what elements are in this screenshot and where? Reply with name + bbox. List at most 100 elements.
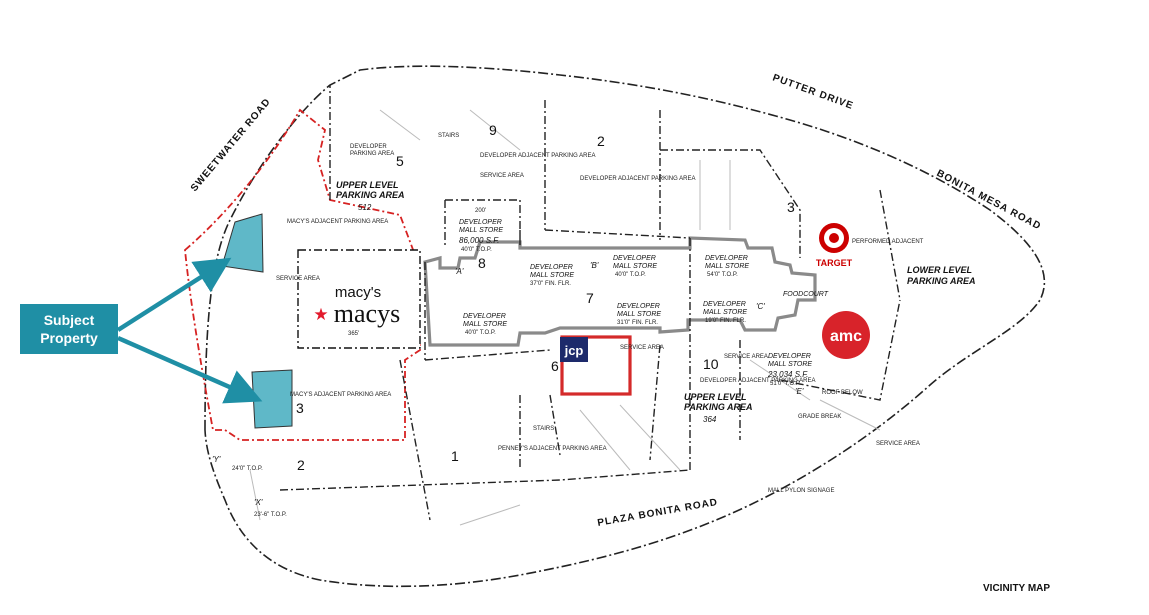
area-number: 3 [787, 199, 795, 215]
mall-store-label: MALL STORE [617, 311, 661, 318]
mall-store-label: MALL STORE [463, 321, 507, 328]
mall-store-label: MALL STORE [768, 361, 812, 368]
subject-label-line2: Property [40, 330, 98, 346]
mall-pylon-label: MALL PYLON SIGNAGE [768, 488, 834, 494]
lower-level-label: LOWER LEVEL [907, 265, 972, 275]
mall-store-area: 86,000 S.F. [459, 236, 499, 245]
parking-aisles [249, 109, 881, 526]
area-number: 5 [396, 153, 404, 169]
macys-building [297, 249, 421, 349]
mall-store-elev: 40'0" T.O.P. [615, 272, 646, 278]
mall-building-outline [423, 236, 817, 347]
upper-level-left-label: PARKING AREA [336, 190, 405, 200]
subject-parcel-north [221, 213, 264, 273]
arrow-to-south-parcel [117, 335, 263, 404]
service-area-label: SERVICE AREA [480, 173, 524, 179]
mall-store-label: DEVELOPER [459, 219, 502, 226]
roof-below-label: ROOF BELOW [822, 390, 863, 396]
mall-store-label: MALL STORE [613, 263, 657, 270]
mall-store-label: MALL STORE [459, 227, 503, 234]
jcp-logo: jcp [564, 343, 584, 358]
jcp-logo-bg [560, 337, 588, 362]
area-number: 2 [297, 457, 305, 473]
parcel-lines [279, 85, 901, 521]
foodcourt-label: FOODCOURT [783, 291, 829, 298]
upper-level-right-label: UPPER LEVEL [684, 392, 747, 402]
area-number: 9 [489, 122, 497, 138]
mall-store-label: DEVELOPER [703, 301, 746, 308]
penneys-adjacent-label: PENNEY'S ADJACENT PARKING AREA [498, 446, 607, 452]
mall-store-elev: 40'0" T.O.P. [465, 330, 496, 336]
road-putter: PUTTER DRIVE [771, 72, 855, 112]
dev-adjacent-label: DEVELOPER ADJACENT PARKING AREA [580, 176, 695, 182]
mall-store-label: DEVELOPER [617, 303, 660, 310]
mall-store-area: 23,034 S.F. [767, 370, 808, 379]
subject-label-line1: Subject [43, 312, 95, 328]
area-number: 1 [451, 448, 459, 464]
mall-store-label: DEVELOPER [530, 264, 573, 271]
mall-store-label: MALL STORE [703, 309, 747, 316]
macys-star-icon: ★ [313, 305, 328, 325]
area-number: 6 [551, 358, 559, 374]
dimension-label: 365' [348, 331, 359, 337]
entrance-marker: 'C' [756, 302, 765, 311]
macys-adjacent-label: MACY'S ADJACENT PARKING AREA [287, 219, 388, 225]
mall-store-elev: 40'0" T.O.P. [461, 247, 492, 253]
service-area-label: SERVICE AREA [276, 276, 320, 282]
mall-store-label: DEVELOPER [705, 255, 748, 262]
mall-store-elev: 51'0" T.O.P. [770, 381, 801, 387]
service-area-label: SERVICE AREA [724, 354, 768, 360]
upper-level-right-label: PARKING AREA [684, 402, 753, 412]
target-label: TARGET [816, 258, 853, 268]
road-bonita-mesa: BONITA MESA ROAD [935, 168, 1043, 233]
entrance-marker: 'B' [590, 261, 599, 270]
vicinity-map-title: VICINITY MAP [983, 583, 1051, 594]
pad-elevation: 24'0" T.O.P. [232, 466, 263, 472]
mall-store-elev: 37'0" FIN. FLR. [530, 281, 571, 287]
area-number: 8 [478, 255, 486, 271]
upper-level-left-count: 512 [358, 203, 372, 212]
amc-logo-text: amc [830, 328, 862, 345]
subject-property-label: Subject Property [20, 304, 118, 354]
macys-adjacent-label: MACY'S ADJACENT PARKING AREA [290, 392, 391, 398]
target-logo-center [829, 233, 839, 243]
area-number: 10 [703, 356, 719, 372]
lower-level-label: PARKING AREA [907, 276, 976, 286]
road-plaza-bonita: PLAZA BONITA ROAD [597, 497, 719, 529]
amc-logo [822, 311, 870, 359]
pad-marker: 'X' [254, 498, 263, 507]
jcp-building [560, 335, 632, 396]
area-number: 7 [586, 290, 594, 306]
mall-store-elev: 19'0" FIN. FLR. [705, 318, 746, 324]
entrance-marker: 'A' [455, 267, 464, 276]
arrow-to-north-parcel [116, 257, 232, 332]
mall-store-label: DEVELOPER [463, 313, 506, 320]
dev-parking-label: PARKING AREA [350, 151, 394, 157]
pad-elevation: 23'-6" T.O.P. [254, 512, 287, 518]
area-number: 3 [296, 400, 304, 416]
mall-store-elev: 31'0" FIN. FLR. [617, 320, 658, 326]
pad-marker: 'Y' [212, 455, 221, 464]
service-area-label: SERVICE AREA [620, 345, 664, 351]
mall-store-label: DEVELOPER [613, 255, 656, 262]
mall-store-label: DEVELOPER [768, 353, 811, 360]
macys-parcel-boundary [184, 108, 421, 441]
macys-logo-big: macys [334, 299, 400, 328]
mall-store-label: MALL STORE [530, 272, 574, 279]
dev-adjacent-label: DEVELOPER ADJACENT PARKING AREA [480, 153, 595, 159]
upper-level-left-label: UPPER LEVEL [336, 180, 399, 190]
dev-parking-label: DEVELOPER [350, 144, 387, 150]
mall-store-label: MALL STORE [705, 263, 749, 270]
road-sweetwater: SWEETWATER ROAD [189, 96, 273, 194]
upper-level-right-count: 364 [703, 415, 717, 424]
grade-break-label: GRADE BREAK [798, 414, 841, 420]
performed-adjacent-label: PERFORMED ADJACENT [852, 239, 924, 245]
stairs-label: STAIRS [438, 133, 459, 139]
dev-adjacent-label: DEVELOPER ADJACENT PARKING AREA [700, 378, 815, 384]
mall-store-elev: 54'0" T.O.P. [707, 272, 738, 278]
property-boundary [204, 65, 1046, 588]
entrance-marker: 'E' [795, 387, 804, 396]
dimension-label: 200' [475, 208, 486, 214]
stairs-label: STAIRS [533, 426, 554, 432]
